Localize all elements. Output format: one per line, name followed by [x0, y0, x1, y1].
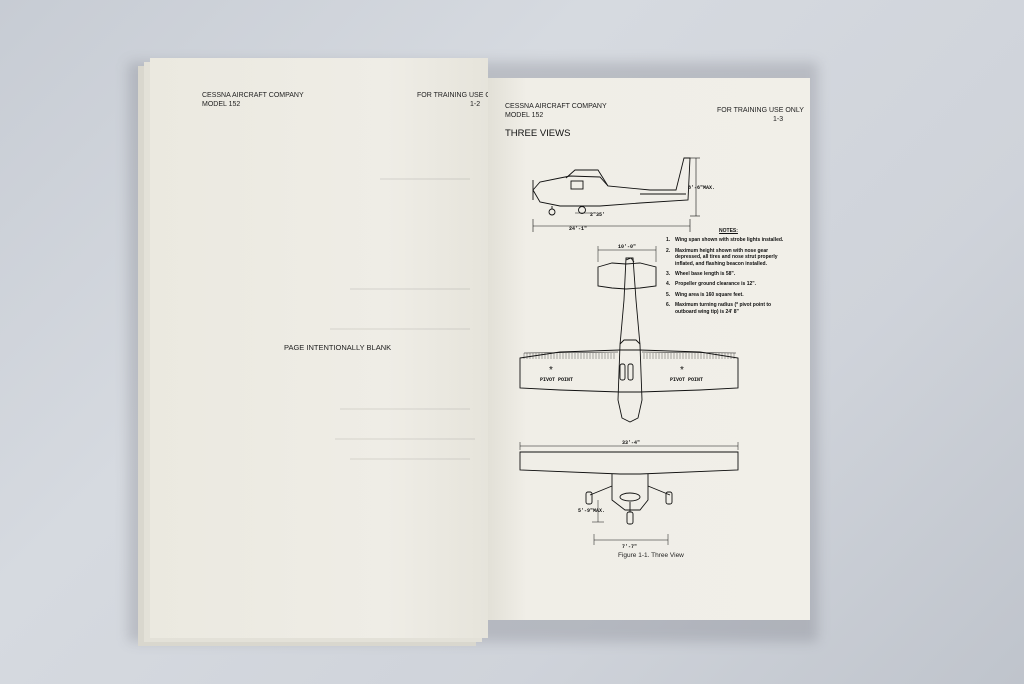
note-item: 3.Wheel base length is 58". — [666, 271, 736, 278]
left-header-model: MODEL 152 — [202, 101, 241, 108]
side-view-aircraft — [532, 157, 691, 216]
left-page-number: 1-2 — [470, 101, 481, 108]
notes-title: NOTES: — [719, 228, 738, 234]
top-view-aircraft — [519, 257, 739, 423]
pivot-star-right: * — [680, 365, 684, 376]
dim-height: 8'-6"MAX. — [688, 185, 715, 191]
pivot-star-left: * — [549, 365, 553, 376]
dim-length: 24'-1" — [569, 226, 587, 232]
note-item: 4.Propeller ground clearance is 12". — [666, 281, 757, 288]
right-page-number: 1-3 — [773, 116, 784, 123]
dim-wing-span: 33'-4" — [622, 440, 640, 446]
front-view-aircraft — [519, 451, 739, 525]
left-header-company: CESSNA AIRCRAFT COMPANY — [202, 92, 304, 99]
right-page — [488, 78, 810, 620]
right-header-training: FOR TRAINING USE ONLY — [717, 107, 804, 114]
section-title: THREE VIEWS — [505, 128, 571, 139]
dim-stabilizer-span: 10'-0" — [618, 244, 636, 250]
note-item: 2.Maximum height shown with nose gear de… — [666, 247, 778, 267]
figure-caption: Figure 1-1. Three View — [618, 552, 684, 559]
dim-clearance: 2"35' — [590, 212, 605, 218]
note-item: 6.Maximum turning radius (* pivot point … — [666, 302, 772, 315]
note-item: 5.Wing area is 160 square feet. — [666, 291, 744, 298]
left-page: ​ — [150, 58, 488, 638]
blank-page-text: PAGE INTENTIONALLY BLANK — [284, 343, 392, 352]
left-header-training: FOR TRAINING USE ONLY — [417, 92, 504, 99]
pivot-label-right: PIVOT POINT — [670, 377, 703, 383]
dim-tread: 7'-7" — [622, 544, 637, 550]
right-header-model: MODEL 152 — [505, 112, 544, 119]
pivot-label-left: PIVOT POINT — [540, 377, 573, 383]
drawing-notes: NOTES: 1.Wing span shown with strobe lig… — [666, 228, 791, 319]
dim-front-height: 5'-9"MAX. — [578, 508, 605, 514]
note-item: 1.Wing span shown with strobe lights ins… — [666, 237, 784, 244]
right-header-company: CESSNA AIRCRAFT COMPANY — [505, 103, 607, 110]
